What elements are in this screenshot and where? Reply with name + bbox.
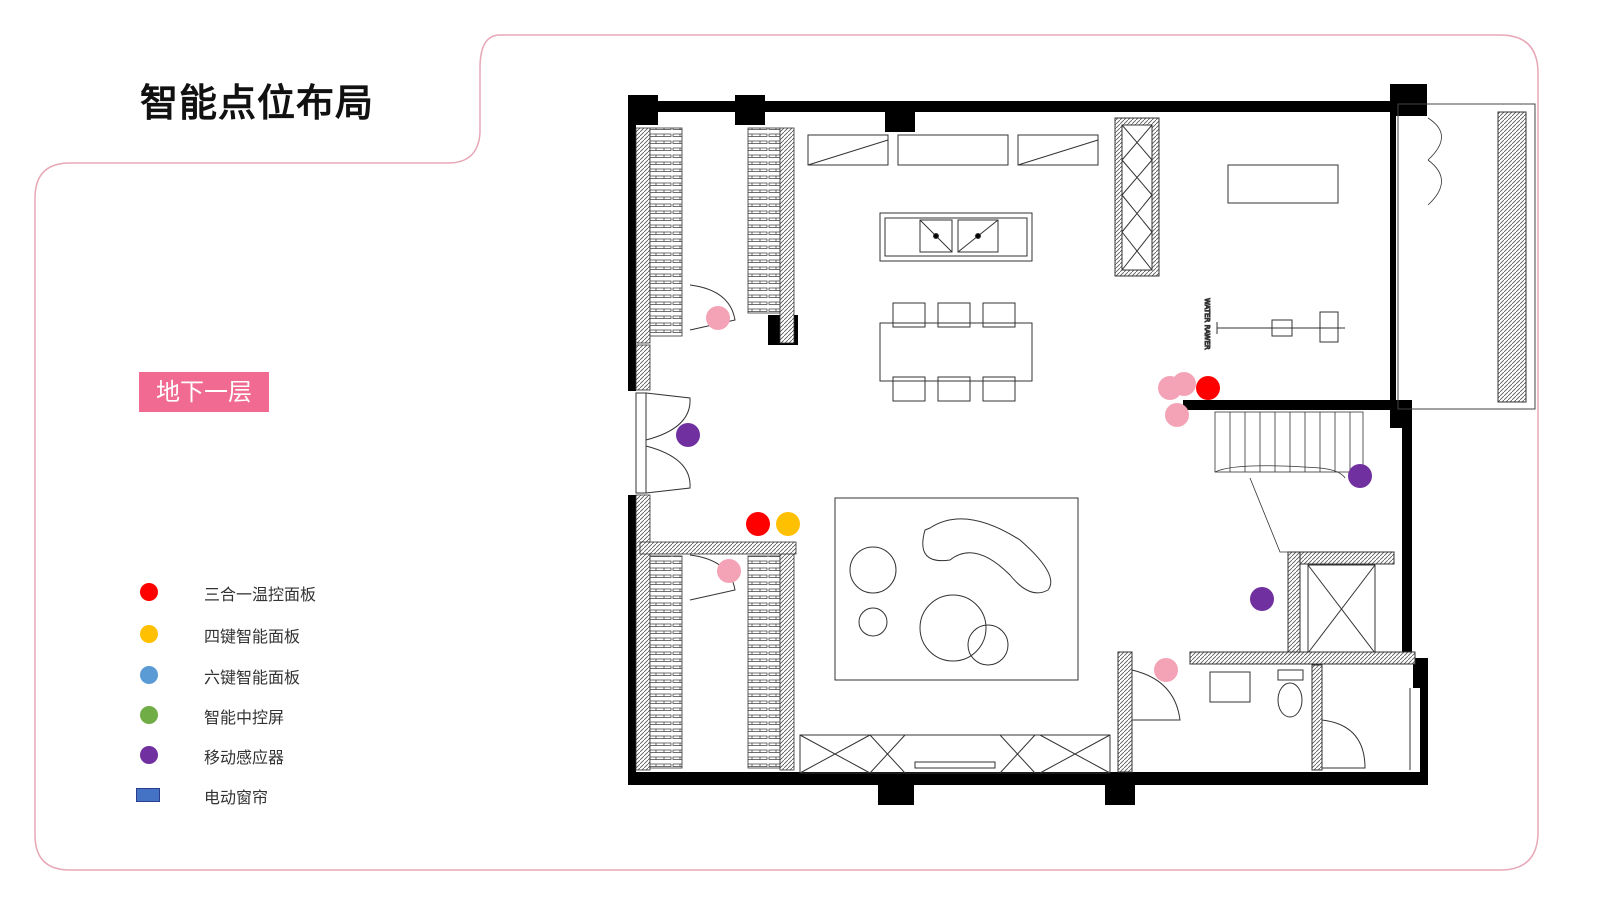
- motion-sensor-marker: [1250, 587, 1274, 611]
- pink-panel-marker: [706, 306, 730, 330]
- legend-label: 移动感应器: [204, 748, 285, 767]
- legend-item-four-key-panel: 四键智能面板: [136, 622, 376, 646]
- legend-label: 电动窗帘: [204, 788, 269, 807]
- floor-label-badge: 地下一层: [139, 372, 269, 412]
- legend-item-motion-sensor: 移动感应器: [136, 743, 376, 767]
- rowing-machine: WATER RAWER: [1203, 298, 1345, 350]
- pink-panel-marker: [1165, 403, 1189, 427]
- four-key-panel-marker: [776, 512, 800, 536]
- elevator-shaft: [1287, 551, 1395, 658]
- purple-dot-icon: [140, 746, 158, 764]
- motion-sensor-marker: [1348, 464, 1372, 488]
- pink-panel-marker: [717, 559, 741, 583]
- thermostat-panel-marker: [1196, 376, 1220, 400]
- dining-table: [879, 302, 1033, 402]
- thermostat-panel-marker: [746, 512, 770, 536]
- legend-item-electric-curtain: 电动窗帘: [136, 783, 376, 807]
- frame-outline: [34, 34, 1539, 871]
- green-dot-icon: [140, 706, 158, 724]
- pink-panel-marker: [1154, 658, 1178, 682]
- walls: [628, 84, 1428, 805]
- legend-label: 六键智能面板: [204, 668, 301, 687]
- legend-label: 三合一温控面板: [204, 585, 317, 604]
- bottom-cabinets: [799, 734, 1111, 774]
- legend-label: 智能中控屏: [204, 708, 285, 727]
- entrance-door: [635, 284, 736, 601]
- top-cabinets: [807, 117, 1339, 277]
- yellow-dot-icon: [140, 625, 158, 643]
- bathroom: [1117, 651, 1416, 773]
- balcony-planter: [1397, 103, 1536, 410]
- blue-rectangle-icon: [136, 788, 160, 802]
- blue-dot-icon: [140, 666, 158, 684]
- staircase: [1214, 411, 1364, 553]
- equipment-label: WATER RAWER: [1203, 298, 1211, 350]
- motion-sensor-marker: [676, 423, 700, 447]
- device-markers: [676, 306, 1372, 682]
- living-area: [834, 497, 1079, 681]
- legend-item-thermostat-panel: 三合一温控面板: [136, 580, 376, 604]
- pink-panel-marker: [1158, 376, 1182, 400]
- shelving-left: [635, 127, 797, 771]
- legend-item-six-key-panel: 六键智能面板: [136, 663, 376, 687]
- red-dot-icon: [140, 583, 158, 601]
- page-title: 智能点位布局: [140, 81, 375, 125]
- kitchen-island: [879, 212, 1033, 262]
- legend-item-central-control-screen: 智能中控屏: [136, 703, 376, 727]
- legend-label: 四键智能面板: [204, 627, 301, 646]
